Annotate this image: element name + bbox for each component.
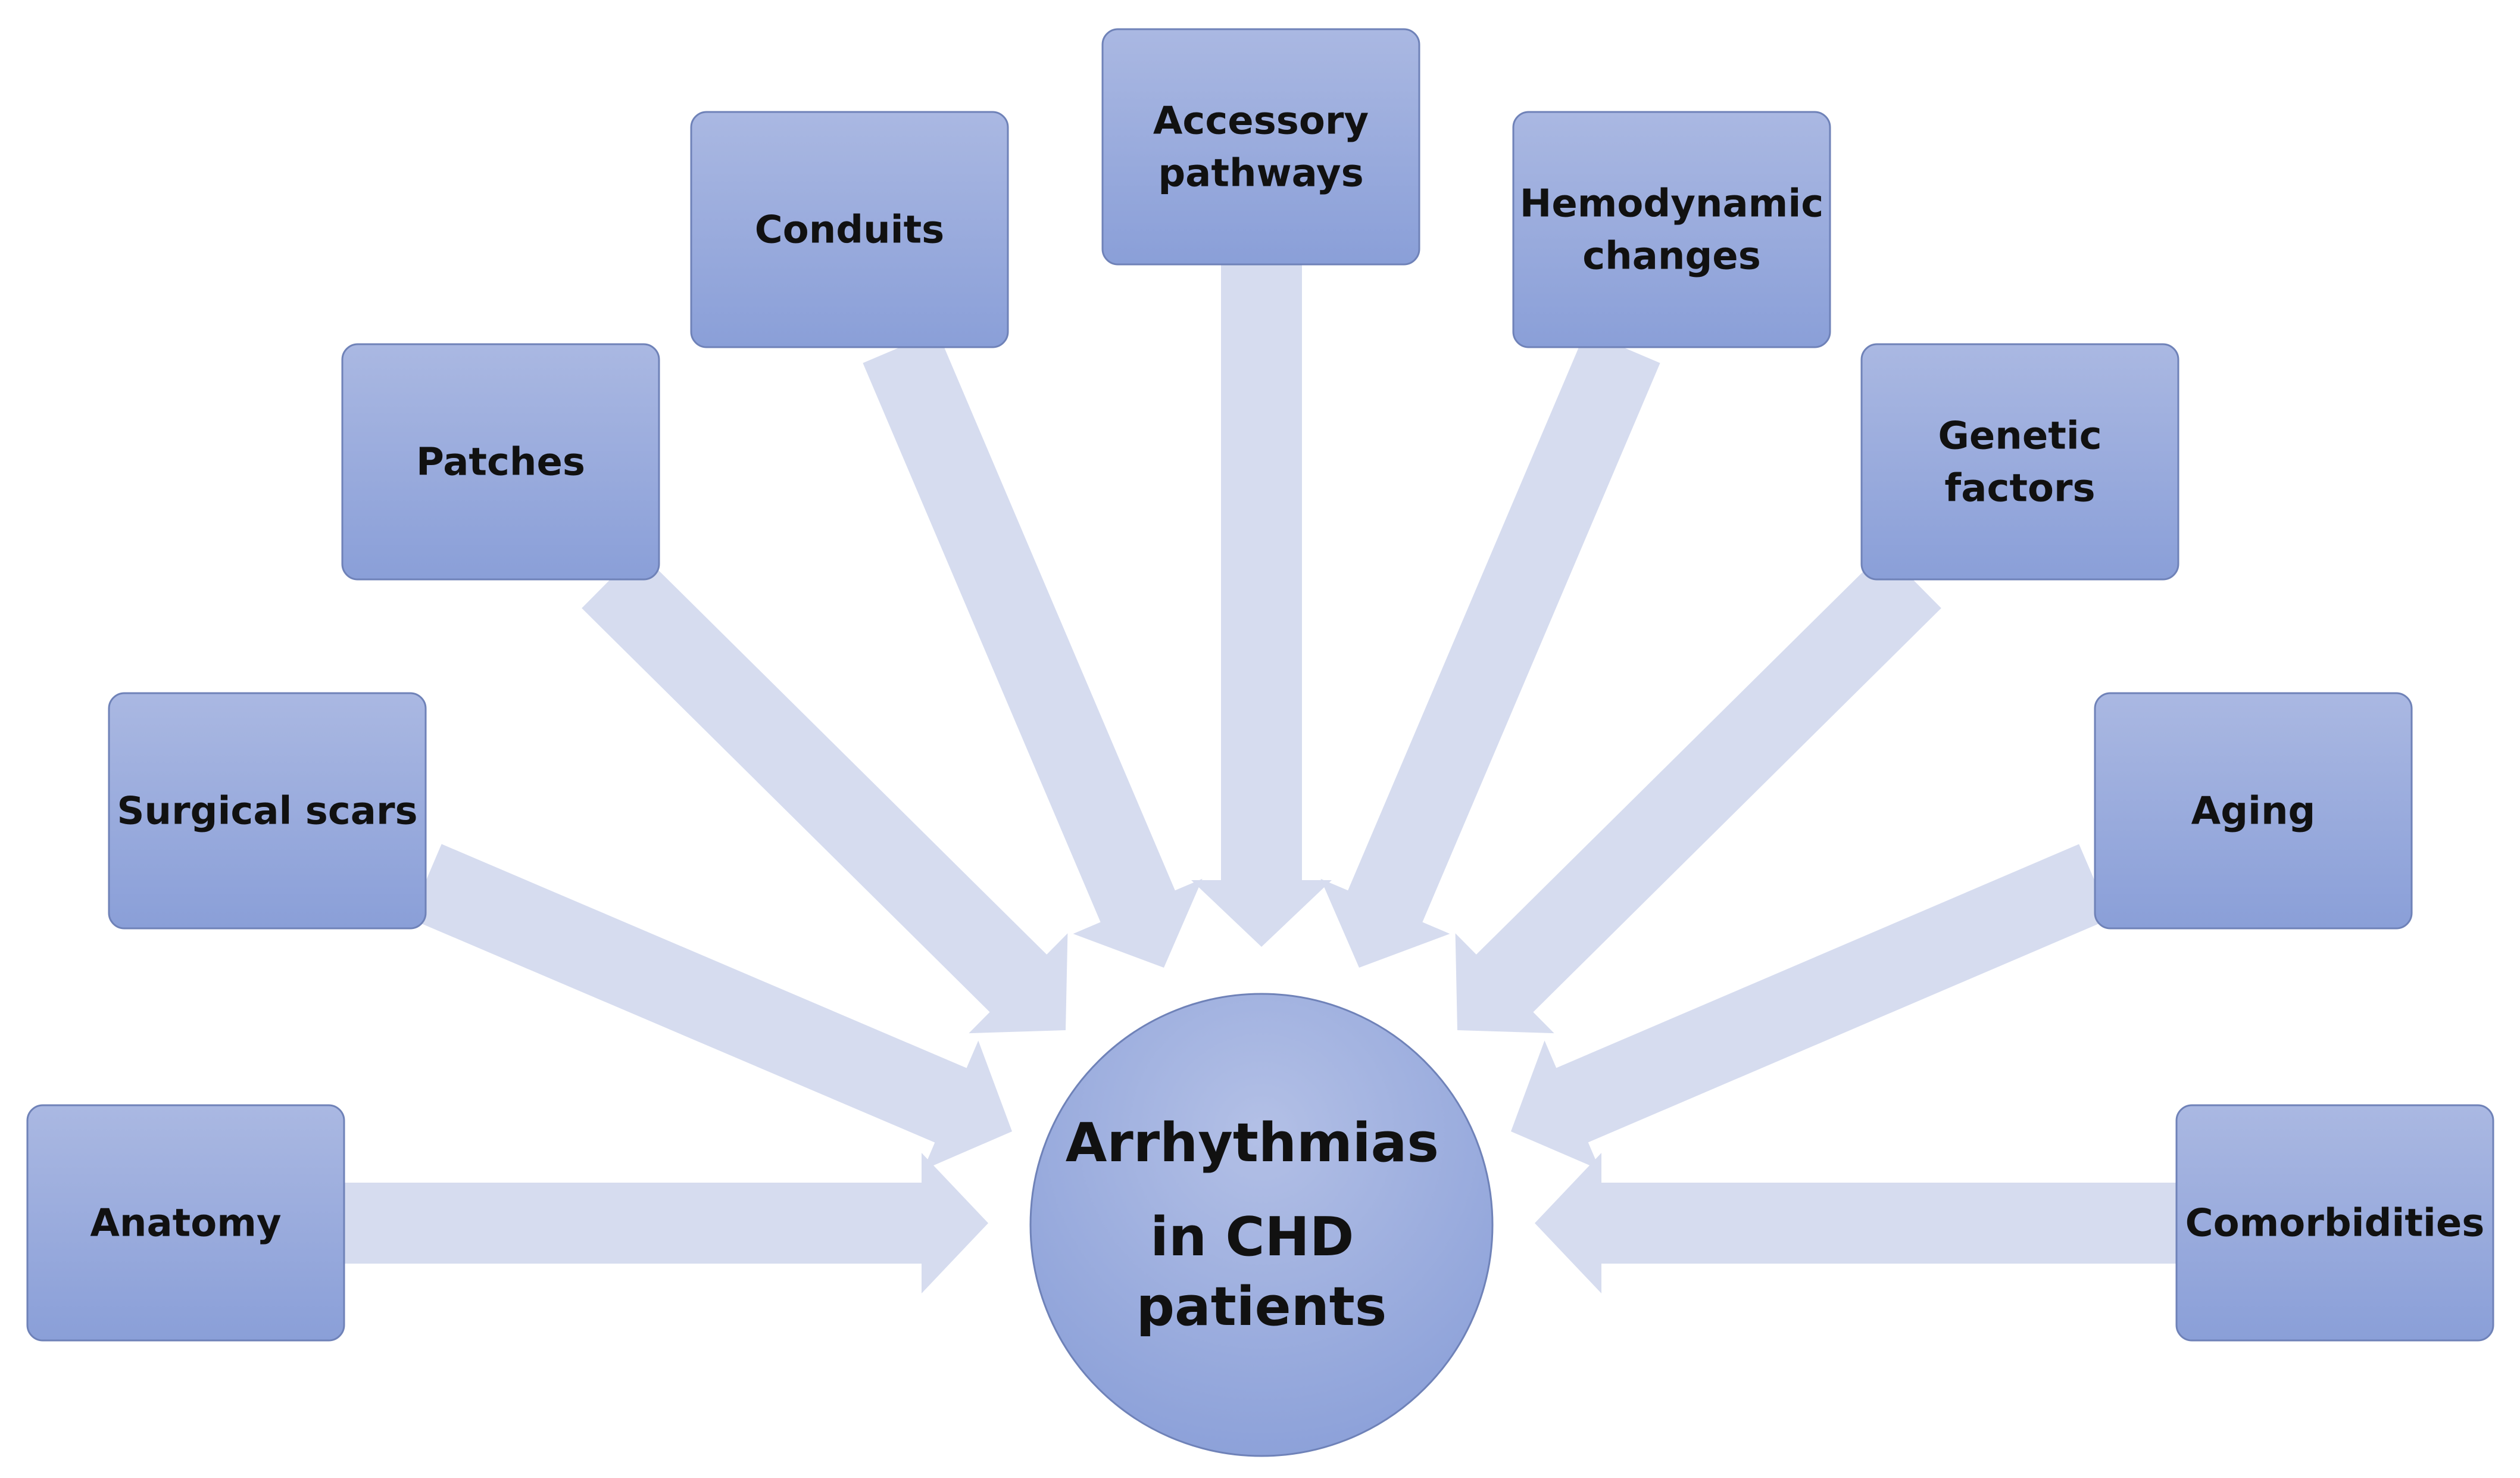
factor-label-surgical-scars: Surgical scars bbox=[117, 790, 417, 834]
factor-label-line: Patches bbox=[416, 441, 585, 485]
center-label-line-3: patients bbox=[1136, 1276, 1387, 1338]
center-label-line-2: in CHD bbox=[1150, 1206, 1354, 1268]
factor-label-line: Surgical scars bbox=[117, 790, 417, 834]
factor-box-rect-hemodynamic-changes bbox=[1512, 111, 1831, 348]
arrow-anatomy bbox=[344, 1153, 988, 1293]
factor-box-rect-genetic-factors bbox=[1860, 343, 2179, 581]
arrow-surgical-scars bbox=[410, 844, 1012, 1170]
factor-label-line: Genetic bbox=[1938, 414, 2101, 459]
factor-label-line: Accessory bbox=[1153, 99, 1369, 144]
arrow-patches bbox=[582, 550, 1068, 1034]
center-label: Arrhythmias in CHD patients bbox=[1066, 1112, 1458, 1338]
factor-label-line: Comorbidities bbox=[2185, 1202, 2485, 1246]
factor-label-line: Hemodynamic bbox=[1520, 182, 1823, 226]
factor-box-anatomy: Anatomy bbox=[26, 1104, 345, 1342]
arrow-accessory-pathways bbox=[1191, 264, 1332, 947]
arrow-comorbidities bbox=[1535, 1153, 2176, 1293]
factor-label-anatomy: Anatomy bbox=[90, 1202, 281, 1246]
center-node: Arrhythmias in CHD patients bbox=[1029, 993, 1494, 1457]
factor-box-rect-comorbidities bbox=[2175, 1104, 2494, 1342]
factor-label-conduits: Conduits bbox=[755, 208, 945, 252]
center-label-line-1: Arrhythmias bbox=[1066, 1112, 1439, 1174]
factor-label-line: Anatomy bbox=[90, 1202, 281, 1246]
arrows-layer bbox=[344, 264, 2176, 1293]
factor-label-line: Aging bbox=[2191, 790, 2316, 834]
arrow-aging bbox=[1511, 844, 2111, 1170]
factor-label-hemodynamic-changes: Hemodynamic changes bbox=[1520, 182, 1823, 279]
arrow-genetic-factors bbox=[1455, 550, 1941, 1034]
arrow-hemodynamic-changes bbox=[1320, 331, 1660, 968]
factor-label-line: pathways bbox=[1158, 152, 1363, 196]
arrow-conduits bbox=[863, 331, 1203, 968]
factor-label-line: changes bbox=[1582, 235, 1761, 279]
factor-box-rect-surgical-scars bbox=[108, 692, 427, 930]
factor-box-rect-anatomy bbox=[26, 1104, 345, 1342]
factor-box-rect-patches bbox=[341, 343, 660, 581]
factor-boxes: Anatomy Surgical scars Patches Conduits Acce… bbox=[26, 28, 2494, 1342]
factor-box-accessory-pathways: Accessory pathways bbox=[1101, 28, 1420, 266]
center-circle bbox=[1029, 993, 1494, 1457]
factor-label-comorbidities: Comorbidities bbox=[2185, 1202, 2485, 1246]
factor-box-comorbidities: Comorbidities bbox=[2175, 1104, 2494, 1342]
factor-label-aging: Aging bbox=[2191, 790, 2316, 834]
factor-label-genetic-factors: Genetic factors bbox=[1938, 414, 2101, 511]
factor-label-accessory-pathways: Accessory pathways bbox=[1153, 99, 1369, 196]
factor-box-aging: Aging bbox=[2094, 692, 2413, 930]
factor-label-line: factors bbox=[1944, 467, 2095, 511]
factor-box-rect-accessory-pathways bbox=[1101, 28, 1420, 266]
factor-box-rect-aging bbox=[2094, 692, 2413, 930]
factor-box-conduits: Conduits bbox=[690, 111, 1009, 348]
factor-label-patches: Patches bbox=[416, 441, 585, 485]
factor-label-line: Conduits bbox=[755, 208, 945, 252]
factor-box-hemodynamic-changes: Hemodynamic changes bbox=[1512, 111, 1831, 348]
factor-box-surgical-scars: Surgical scars bbox=[108, 692, 427, 930]
factor-box-patches: Patches bbox=[341, 343, 660, 581]
factor-box-genetic-factors: Genetic factors bbox=[1860, 343, 2179, 581]
factor-box-rect-conduits bbox=[690, 111, 1009, 348]
